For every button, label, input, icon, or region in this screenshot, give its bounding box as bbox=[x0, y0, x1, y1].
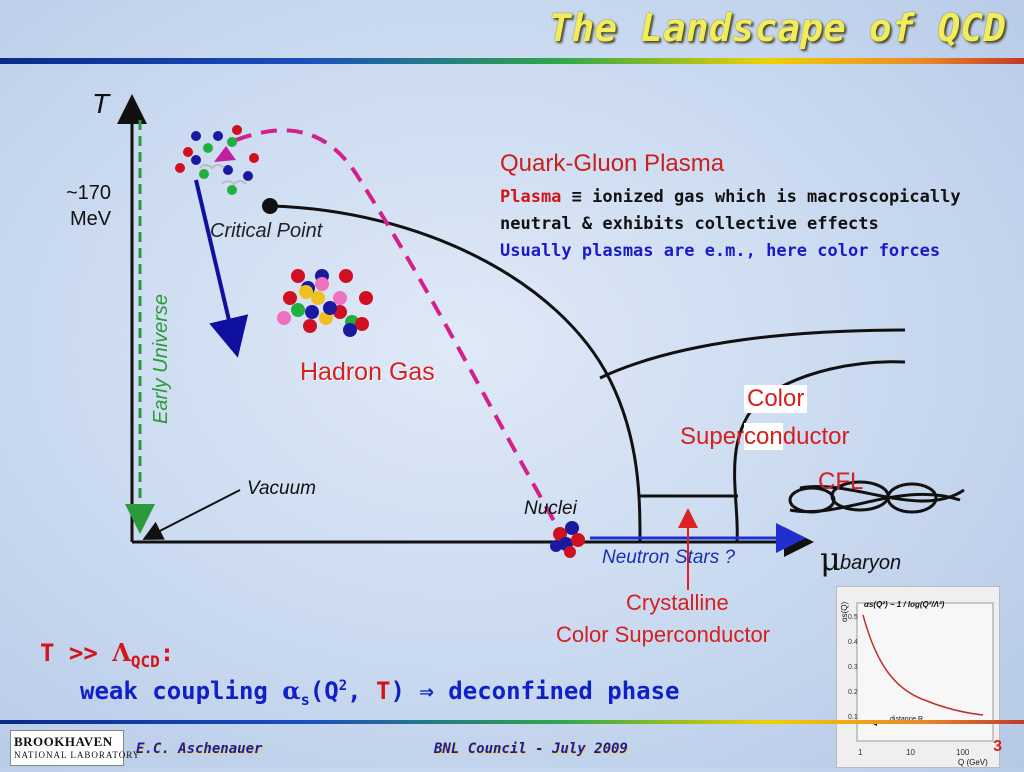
neutron-stars-label: Neutron Stars ? bbox=[602, 547, 736, 568]
critical-point-label: Critical Point bbox=[210, 220, 323, 242]
alpha-s-plot bbox=[856, 602, 994, 742]
color-sc-label-2: Superconductor bbox=[680, 423, 850, 450]
inset-ytick-0: 0.5 bbox=[848, 614, 858, 621]
axis-x-label: baryon bbox=[840, 552, 902, 574]
inset-xtick-0: 1 bbox=[858, 748, 863, 757]
freezeout-curve bbox=[235, 128, 560, 529]
slide-title: The Landscape of QCD bbox=[548, 6, 1006, 50]
logo-line-1: BROOKHAVEN bbox=[14, 734, 113, 749]
footer-divider bbox=[0, 720, 1024, 724]
qgp-title: Quark-Gluon Plasma bbox=[500, 150, 725, 177]
inset-xtick-2: 100 bbox=[956, 748, 970, 757]
inset-x-label: Q (GeV) bbox=[958, 758, 988, 767]
inset-ytick-1: 0.4 bbox=[848, 639, 858, 646]
qgp-definition: Plasma ≡ ionized gas which is macroscopi… bbox=[500, 187, 961, 261]
inset-xtick-1: 10 bbox=[906, 748, 915, 757]
footer-event: BNL Council - July 2009 bbox=[434, 741, 628, 757]
early-universe-label: Early Universe bbox=[150, 293, 172, 424]
temp-label-value: ~170 bbox=[66, 182, 112, 204]
hadron-particles bbox=[277, 269, 373, 337]
expansion-arrow bbox=[194, 179, 249, 358]
crystalline-label-1: Crystalline bbox=[626, 590, 729, 615]
inset-ytick-2: 0.3 bbox=[848, 664, 858, 671]
alpha-s-inset bbox=[836, 586, 1000, 768]
inset-ytick-3: 0.2 bbox=[848, 689, 858, 696]
bottom-line-1: T >> ΛQCD: bbox=[40, 638, 175, 671]
color-sc-label-1: Color bbox=[744, 385, 808, 413]
vacuum-arrow bbox=[142, 489, 241, 540]
inset-distance-label: distance R bbox=[890, 716, 923, 723]
nuclei-label: Nuclei bbox=[524, 498, 577, 519]
logo-line-2: NATIONAL LABORATORY bbox=[14, 750, 141, 760]
axis-y-label: T bbox=[92, 88, 110, 119]
cfl-squiggle bbox=[788, 480, 965, 514]
qgp-particles bbox=[175, 125, 259, 195]
title-divider bbox=[0, 58, 1024, 64]
vacuum-label: Vacuum bbox=[247, 478, 316, 499]
temp-label-unit: MeV bbox=[70, 208, 112, 230]
brookhaven-logo bbox=[10, 730, 124, 766]
inset-formula: αs(Q²) ~ 1 / log(Q²/Λ²) bbox=[864, 600, 945, 609]
crystalline-label-2: Color Superconductor bbox=[556, 622, 771, 647]
footer-author: E.C. Aschenauer bbox=[136, 741, 263, 757]
hadron-gas-label: Hadron Gas bbox=[300, 358, 435, 386]
page-number: 3 bbox=[993, 738, 1002, 755]
bottom-line-2: weak coupling αs(Q2, T) ⇒ deconfined pha… bbox=[80, 676, 680, 709]
critical-point-dot bbox=[262, 198, 278, 214]
inset-ytick-4: 0.1 bbox=[848, 714, 858, 721]
csc-boundary-upper bbox=[599, 328, 906, 380]
csc-boundary-right bbox=[733, 398, 762, 543]
cfl-label: CFL bbox=[818, 468, 864, 495]
axis-x-mu: μ bbox=[820, 540, 841, 578]
nucleus-particles bbox=[550, 521, 585, 558]
alpha-s-curve bbox=[862, 614, 984, 716]
